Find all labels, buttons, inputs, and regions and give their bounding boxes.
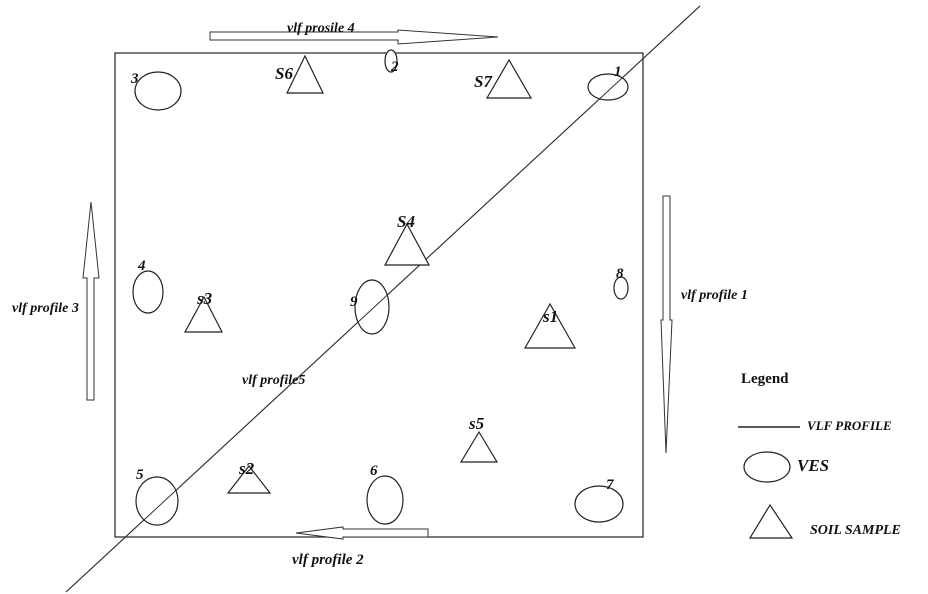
ves-4-ellipse	[132, 270, 164, 314]
legend-label-soil-sample: SOIL SAMPLE	[810, 523, 901, 538]
vlf-profile-4-label: vlf prosile 4	[287, 21, 355, 36]
vlf-profile-5-label: vlf profile5	[242, 373, 306, 388]
vlf-profile-4-arrow	[209, 29, 499, 45]
legend-ellipse-symbol	[743, 451, 791, 483]
ves-label-2: 2	[391, 59, 399, 75]
soil-sample-s4-triangle	[383, 222, 431, 266]
vlf-profile-1-arrow	[660, 195, 673, 454]
soil-sample-label-s2: s2	[239, 459, 255, 478]
vlf-profile-2-arrow	[295, 526, 429, 540]
soil-sample-label-s4: S4	[397, 212, 415, 231]
soil-sample-s1-triangle	[523, 302, 577, 349]
soil-sample-s2-triangle	[226, 465, 272, 494]
soil-sample-s3-triangle	[183, 295, 223, 333]
ves-9-ellipse	[354, 279, 390, 335]
soil-sample-label-s6: S6	[275, 64, 293, 83]
soil-sample-label-s5: s5	[469, 414, 485, 433]
vlf-profile-2-label: vlf profile 2	[292, 552, 364, 568]
ves-7-ellipse	[574, 485, 624, 523]
ves-3-ellipse	[134, 71, 182, 111]
ves-8-ellipse	[613, 276, 629, 300]
soil-sample-label-s7: S7	[474, 72, 492, 91]
soil-sample-s7-triangle	[485, 58, 533, 99]
ves-1-ellipse	[587, 73, 629, 101]
soil-sample-s5-triangle	[459, 430, 499, 463]
legend-label-vlf-profile: VLF PROFILE	[807, 418, 892, 433]
ves-5-ellipse	[135, 476, 179, 526]
ves-label-4: 4	[138, 258, 146, 274]
ves-label-6: 6	[370, 463, 378, 479]
vlf-profile-5-overlay	[65, 5, 701, 593]
ves-label-5: 5	[136, 467, 144, 483]
soil-sample-s6-triangle	[286, 54, 324, 94]
ves-label-9: 9	[350, 294, 358, 310]
vlf-profile-1-label: vlf profile 1	[681, 288, 748, 303]
ves-label-8: 8	[616, 266, 624, 282]
legend-title: Legend	[741, 371, 789, 387]
ves-2-ellipse	[384, 49, 398, 73]
ves-label-3: 3	[131, 71, 139, 87]
ves-6-ellipse	[366, 475, 404, 525]
ves-label-7: 7	[606, 477, 614, 493]
ves-label-1: 1	[614, 64, 622, 80]
legend-triangle-symbol	[748, 503, 794, 539]
vlf-profile-3-label: vlf profile 3	[12, 301, 79, 316]
soil-sample-label-s3: s3	[197, 289, 213, 308]
legend-label-ves: VES	[797, 456, 830, 475]
soil-sample-label-s1: s1	[543, 307, 559, 326]
vlf-profile-3-arrow	[82, 201, 100, 401]
